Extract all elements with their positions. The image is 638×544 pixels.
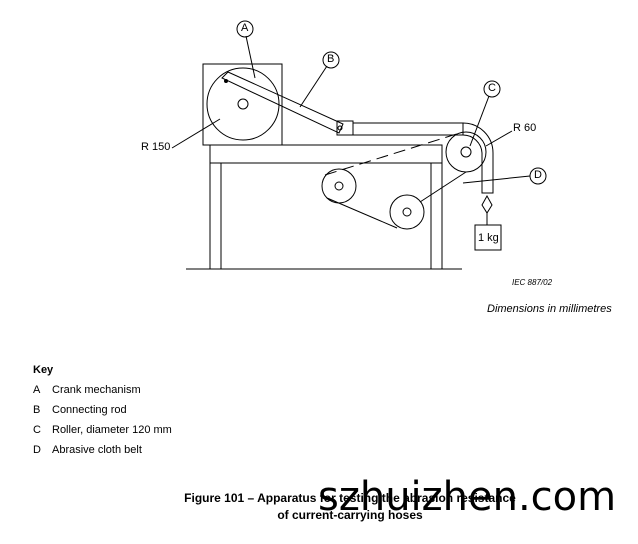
rod-pivot-pin — [337, 125, 343, 131]
weight-label: 1 kg — [478, 232, 499, 244]
idler-roller-right-hub — [402, 207, 412, 217]
key-letter: D — [33, 444, 41, 456]
rod-pin — [224, 79, 228, 83]
belt-right — [419, 171, 467, 203]
key-letter: C — [33, 424, 41, 436]
key-item-c: C Roller, diameter 120 mm — [33, 424, 172, 436]
hose-sleeve — [352, 122, 464, 136]
key-letter: A — [33, 384, 41, 396]
label-d: D — [534, 169, 542, 181]
label-a: A — [241, 22, 249, 34]
leader-r150 — [171, 118, 221, 149]
iec-reference: IEC 887/02 — [512, 278, 553, 287]
label-circle-a — [236, 20, 254, 38]
figure-caption-line1: Figure 101 – Apparatus for testing the a… — [184, 491, 516, 505]
leader-r60 — [485, 130, 513, 147]
key-text: Abrasive cloth belt — [52, 444, 142, 456]
key-item-b: B Connecting rod — [33, 404, 127, 416]
key-letter: B — [33, 404, 41, 416]
label-c: C — [488, 82, 496, 94]
leader-c — [469, 95, 490, 147]
leader-a — [245, 35, 256, 79]
leader-b — [299, 65, 328, 108]
label-b: B — [327, 53, 335, 65]
table-leg-right — [430, 162, 443, 270]
key-item-d: D Abrasive cloth belt — [33, 444, 142, 456]
dimensions-note: Dimensions in millimetres — [487, 303, 612, 315]
idler-roller-left-hub — [334, 181, 344, 191]
key-text: Crank mechanism — [52, 384, 141, 396]
radius-60-label: R 60 — [513, 122, 537, 134]
connecting-rod — [221, 71, 344, 134]
radius-150-label: R 150 — [141, 141, 171, 153]
label-circle-d — [529, 167, 547, 185]
leader-d — [462, 175, 531, 184]
weight-hook — [481, 194, 493, 214]
belt-upper-dashed — [324, 131, 464, 176]
hose-bend — [462, 122, 494, 194]
idler-roller-right — [389, 194, 425, 230]
weight-1kg — [474, 224, 502, 251]
table-leg-left — [209, 162, 222, 270]
crank-housing — [202, 63, 283, 146]
key-item-a: A Crank mechanism — [33, 384, 141, 396]
label-circle-c — [483, 80, 501, 98]
key-text: Roller, diameter 120 mm — [52, 424, 172, 436]
key-text: Connecting rod — [52, 404, 127, 416]
crank-disc — [206, 67, 280, 141]
crank-center — [237, 98, 249, 110]
roller-c-hub — [460, 146, 472, 158]
figure-caption-line2: of current-carrying hoses — [277, 508, 423, 522]
table-top — [209, 144, 443, 164]
belt-lower-left — [326, 197, 398, 229]
label-circle-b — [322, 51, 340, 69]
key-title: Key — [33, 364, 54, 376]
watermark: szhuizhen.com — [318, 474, 617, 520]
roller-c — [445, 131, 487, 173]
